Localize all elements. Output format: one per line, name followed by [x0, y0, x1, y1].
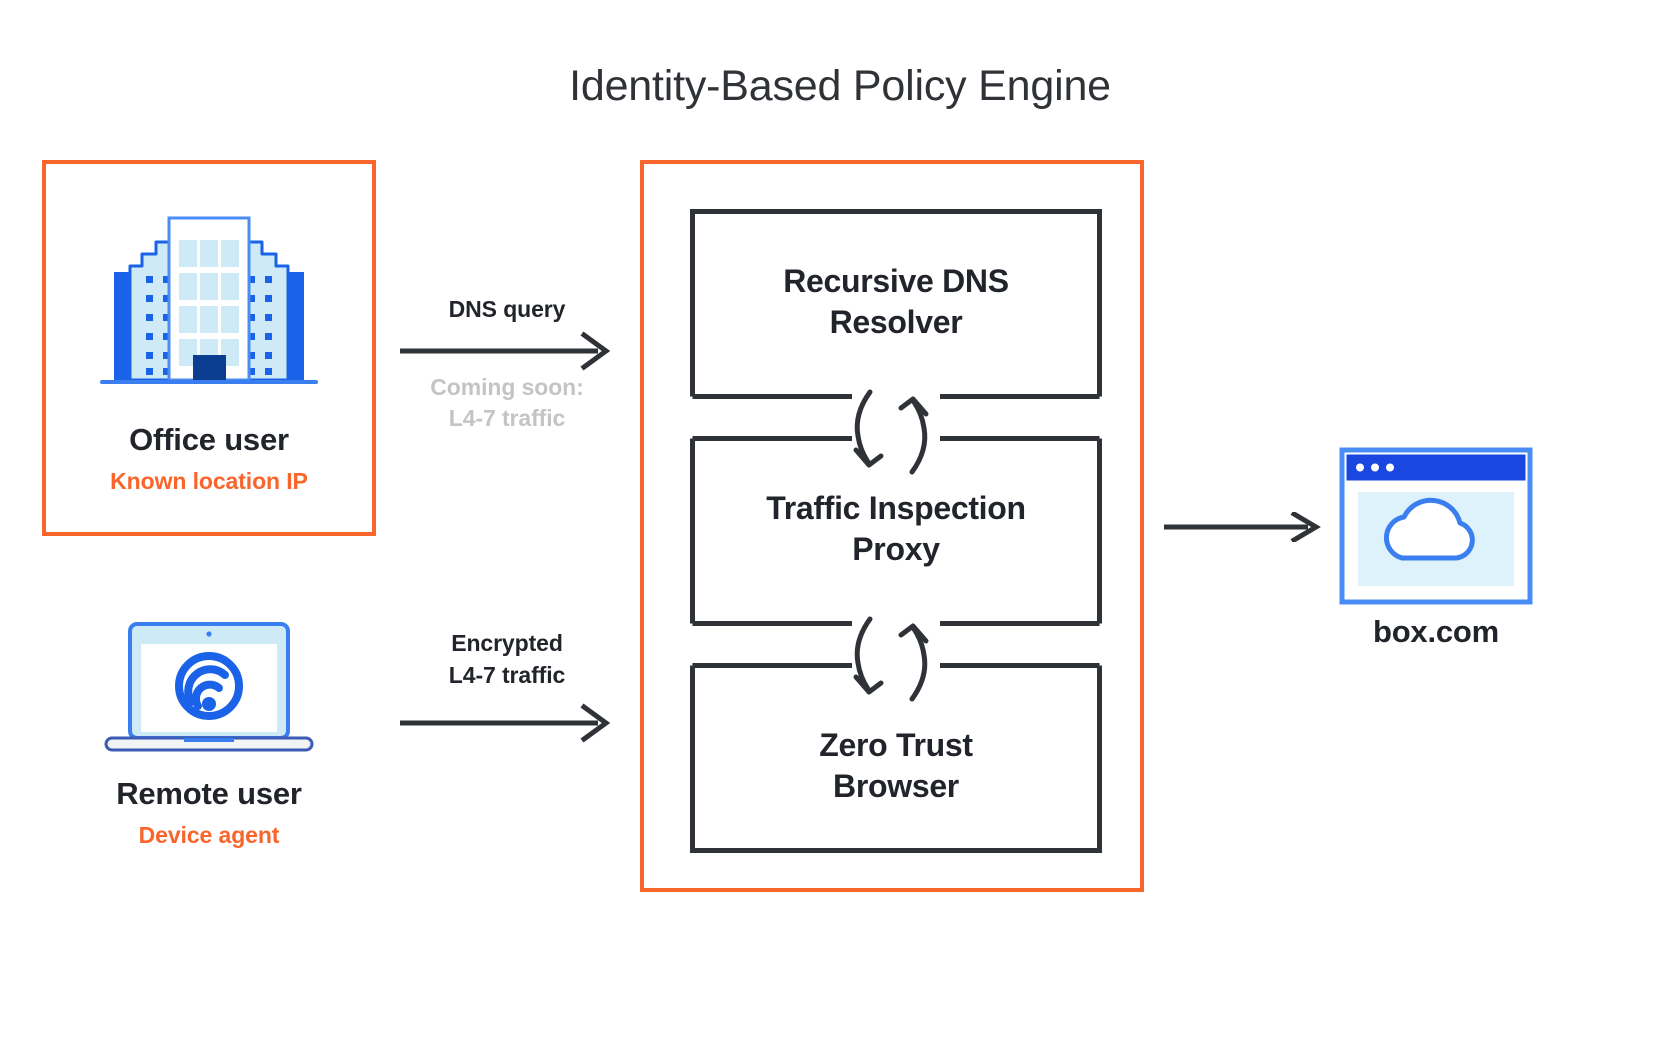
engine-to-destination-arrow [1164, 512, 1321, 542]
encrypted-traffic-connector: Encrypted L4-7 traffic [392, 628, 622, 743]
engine-box-outline [690, 663, 1102, 853]
office-user-card: Office user Known location IP [42, 160, 376, 536]
encrypted-label-line2: L4-7 traffic [448, 661, 566, 688]
engine-box-traffic-inspection-proxy-line2: Proxy [852, 531, 940, 567]
dns-coming-soon-line1: Coming soon: [430, 373, 584, 400]
engine-box-recursive-dns: Recursive DNS Resolver [690, 209, 1102, 399]
office-building-icon [84, 200, 334, 405]
policy-engine-card: Recursive DNS Resolver [640, 160, 1144, 892]
bidirectional-loop-arrows-bottom [832, 613, 952, 705]
destination-title: box.com [1372, 614, 1500, 649]
laptop-wifi-icon [84, 614, 334, 769]
engine-box-traffic-inspection-proxy: Traffic Inspection Proxy [690, 436, 1102, 626]
office-user-title: Office user [129, 422, 289, 457]
remote-user-block: Remote user Device agent [42, 608, 376, 878]
destination-block: box.com [1336, 446, 1536, 666]
engine-box-outline [690, 209, 1102, 399]
engine-box-recursive-dns-line1: Recursive DNS [783, 263, 1009, 299]
engine-box-outline [690, 436, 1102, 626]
remote-user-subtitle: Device agent [138, 822, 280, 848]
engine-box-zero-trust-browser-line2: Browser [833, 768, 959, 804]
encrypted-label-line1: Encrypted [451, 630, 563, 656]
page-title: Identity-Based Policy Engine [569, 62, 1111, 110]
engine-box-recursive-dns-line2: Resolver [829, 304, 963, 340]
dns-query-connector: DNS query Coming soon: L4-7 traffic [392, 294, 622, 435]
encrypted-traffic-arrow [400, 703, 611, 743]
dns-query-label: DNS query [448, 296, 566, 322]
dns-coming-soon-line2: L4-7 traffic [448, 405, 566, 432]
engine-box-zero-trust-browser: Zero Trust Browser [690, 663, 1102, 853]
dns-query-arrow [400, 331, 611, 371]
engine-box-zero-trust-browser-line1: Zero Trust [819, 727, 973, 763]
engine-box-traffic-inspection-proxy-line1: Traffic Inspection [766, 490, 1026, 526]
remote-user-title: Remote user [116, 776, 302, 811]
bidirectional-loop-arrows-top [832, 386, 952, 478]
office-user-subtitle: Known location IP [110, 468, 308, 494]
browser-cloud-icon [1338, 446, 1534, 611]
